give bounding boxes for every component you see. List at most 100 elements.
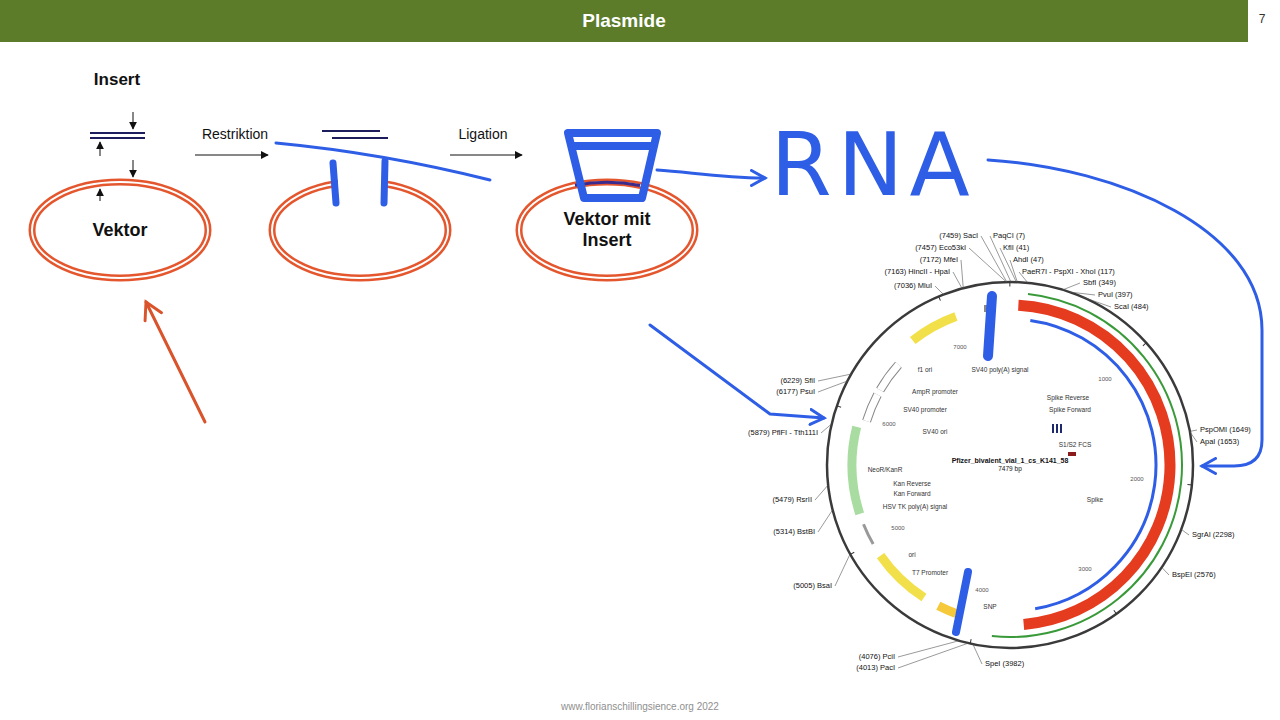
leader-line [1181, 529, 1189, 535]
label-holder: f1 ori [918, 366, 932, 373]
cut-arrow [100, 142, 101, 156]
spike-arc [842, 297, 1178, 633]
label-holder: (4013) PacI [856, 664, 895, 673]
ruler-label: 1000 [1098, 376, 1111, 383]
blue-mark [956, 572, 968, 632]
fcs-box [1068, 452, 1076, 456]
plasmid-map: Pfizer_bivalent_vial_1_cs_K141_587479 bp [827, 282, 1193, 648]
site-label: (5479) RsrII [772, 496, 812, 505]
ruler-label: 7000 [953, 344, 966, 351]
label-holder: www.florianschillingsience.org 2022 [561, 701, 719, 713]
label-holder: SbfI (349) [1083, 279, 1116, 288]
label-holder: PspOMI (1649) [1200, 426, 1251, 435]
insert-strand [90, 132, 145, 134]
leader-line [835, 554, 850, 586]
blue-mark [333, 163, 336, 203]
label-holder: (6229) SfiI [780, 377, 815, 386]
feature-label: f1 ori [918, 366, 932, 373]
label-holder: SV40 poly(A) signal [971, 366, 1028, 373]
slide-title: Plasmide [582, 10, 665, 32]
label-holder: 1000 [1098, 376, 1111, 383]
promoter-arc [805, 260, 1215, 670]
ruler-label: 3000 [1078, 566, 1091, 573]
blue-strike [276, 143, 490, 180]
f1-ori-arc [788, 243, 1232, 687]
label-holder: PaqCI (7) [993, 232, 1025, 241]
site-label: (5314) BstBI [773, 528, 815, 537]
cut-arrow [100, 189, 101, 201]
feature-label: S1/S2 FCS [1059, 441, 1092, 448]
ruler-label: 2000 [1130, 476, 1143, 483]
label-holder: KflI (41) [1003, 244, 1029, 253]
vector-ring-inner [519, 182, 695, 278]
primer-mark [1060, 424, 1062, 433]
ruler-ticks [828, 283, 1191, 646]
label-holder: ScaI (484) [1114, 303, 1149, 312]
label-holder: (4076) PciI [859, 653, 895, 662]
promoter-arc-fill [805, 260, 1215, 670]
label-holder: PaeR7I - PspXI - XhoI (117) [1022, 268, 1115, 277]
promoter-arc [823, 278, 1198, 653]
label-holder: AmpR promoter [912, 388, 958, 395]
label-holder: 6000 [882, 421, 895, 428]
site-label: (4076) PciI [859, 653, 895, 662]
feature-label: HSV TK poly(A) signal [883, 503, 948, 510]
site-label: (5879) PflFI - Tth111I [748, 429, 818, 438]
site-label: SgrAI (2298) [1192, 531, 1235, 540]
label-holder: (7457) Eco53kI [915, 244, 966, 253]
site-label: (4013) PacI [856, 664, 895, 673]
neo-arc [811, 266, 1209, 664]
label-holder: 4000 [975, 587, 988, 594]
site-label: (7457) Eco53kI [915, 244, 966, 253]
cut-vector [272, 182, 448, 278]
part-label: Insert [94, 70, 140, 90]
label-holder: SV40 ori [923, 428, 948, 435]
process-arrow [450, 154, 522, 155]
feature-label: Spike Reverse [1047, 394, 1089, 401]
label-holder: (7459) SacI [939, 232, 978, 241]
node-title: Vektor mit Insert [547, 209, 667, 250]
cut-arrow [133, 160, 134, 177]
site-label: SpeI (3982) [985, 660, 1024, 669]
leader-line [935, 286, 944, 295]
feature-label: Kan Reverse [893, 480, 931, 487]
site-label: PspOMI (1649) [1200, 426, 1251, 435]
vector-ring [519, 182, 695, 278]
feature-label: Kan Forward [893, 490, 930, 497]
site-label: PaeR7I - PspXI - XhoI (117) [1022, 268, 1115, 277]
t7-arc [807, 262, 1212, 667]
process-arrow [195, 154, 268, 155]
leader-line [815, 485, 828, 500]
label-holder: Insert [94, 70, 140, 90]
leader-line [1162, 567, 1169, 575]
step-label: Ligation [458, 126, 507, 142]
label-holder: PvuI (397) [1098, 291, 1133, 300]
feature-label: T7 Promoter [912, 569, 948, 576]
cut-gap [338, 175, 382, 189]
feature-label: Spike Forward [1049, 406, 1091, 413]
site-label: PvuI (397) [1098, 291, 1133, 300]
label-holder: Spike Forward [1049, 406, 1091, 413]
ori-arc [791, 246, 1228, 683]
label-holder: 2000 [1130, 476, 1143, 483]
vector-ellipse: Vektor mit Insert [515, 178, 699, 282]
step-label: Restriktion [202, 126, 268, 142]
header-bar: Plasmide [0, 0, 1248, 42]
leader-line [1000, 248, 1016, 282]
label-holder: 3000 [1078, 566, 1091, 573]
leader-line [961, 260, 963, 288]
label-holder: Kan Reverse [893, 480, 931, 487]
label-holder: AhdI (47) [1013, 256, 1044, 265]
blue-bucket [568, 133, 657, 198]
site-label: BspEI (2576) [1172, 571, 1216, 580]
label-holder: NeoR/KanR [868, 466, 903, 473]
label-holder: (7172) MfeI [920, 256, 958, 265]
leader-line [969, 248, 1006, 282]
footer-note: www.florianschillingsience.org 2022 [561, 701, 719, 713]
site-label: (7163) HincII - HpaI [885, 268, 950, 277]
vector-ellipse: Vektor [28, 178, 212, 282]
feature-label: SV40 poly(A) signal [971, 366, 1028, 373]
cut-arrow [133, 112, 134, 129]
blue-arrow [650, 325, 824, 418]
